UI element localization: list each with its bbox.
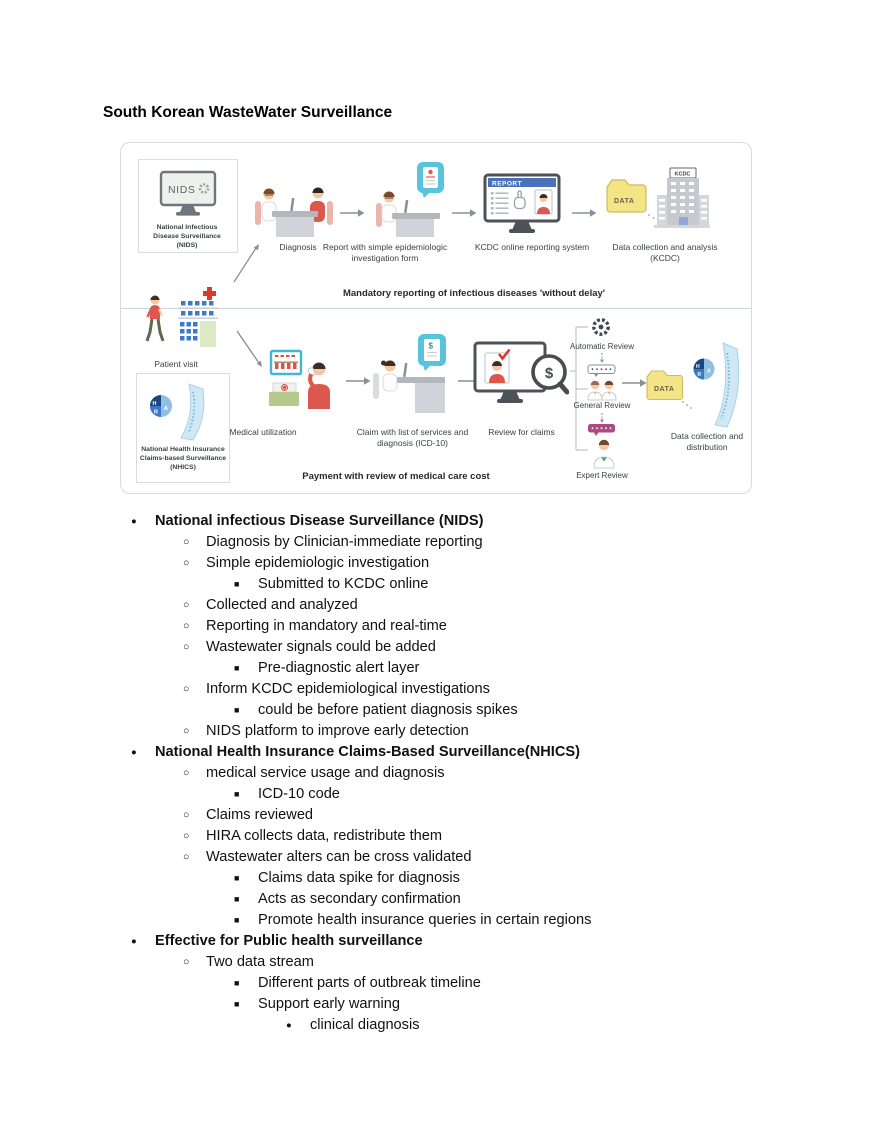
hira-building-icon: H R A (693, 342, 740, 428)
review-claims-icon: $ (473, 341, 569, 403)
magnifier-dollar-text: $ (545, 365, 554, 382)
hira-letter-a: A (164, 406, 168, 412)
list-item: National Health Insurance Claims-Based S… (131, 742, 591, 763)
list-item: Pre-diagnostic alert layer (131, 658, 591, 679)
list-item: Wastewater alters can be cross validated (131, 847, 591, 868)
list-item: NIDS platform to improve early detection (131, 721, 591, 742)
list-item: ICD-10 code (131, 784, 591, 805)
medical-utilization-label: Medical utilization (229, 427, 297, 437)
hospital-icon (178, 287, 218, 347)
comment-bubble-icon (587, 364, 616, 377)
list-item: Diagnosis by Clinician-immediate reporti… (131, 532, 591, 553)
list-item: Two data stream (131, 952, 591, 973)
expert-doctor-icon (593, 439, 615, 469)
hira-letter-h: H (153, 401, 157, 407)
nids-monitor-icon: NIDS (159, 170, 217, 216)
report-label: Report with simple epidemiologic investi… (322, 242, 448, 264)
list-item: Claims data spike for diagnosis (131, 868, 591, 889)
nhics-box-label: National Health Insurance Claims-based S… (139, 446, 227, 471)
data-folder-icon (606, 179, 647, 213)
comment-bubble-pink-icon (588, 424, 615, 436)
expert-review-label: Expert Review (576, 471, 628, 480)
patient-visit-label: Patient visit (154, 359, 198, 369)
kcdc-reporting-monitor-icon: REPORT (483, 173, 561, 233)
arrow-icon (622, 379, 647, 387)
automatic-review-label: Automatic Review (569, 342, 635, 351)
list-item: Submitted to KCDC online (131, 574, 591, 595)
claim-dollar-text: $ (429, 342, 434, 351)
list-item: Reporting in mandatory and real-time (131, 616, 591, 637)
list-item: Acts as secondary confirmation (131, 889, 591, 910)
arrow-down-icon (236, 330, 262, 367)
gear-icon (198, 183, 210, 194)
medical-utilization-icon (269, 349, 330, 409)
list-item: clinical diagnosis (131, 1015, 591, 1036)
data-collection-analysis-label: Data collection and analysis (KCDC) (612, 242, 718, 264)
list-item: HIRA collects data, redistribute them (131, 826, 591, 847)
magnifier-icon: $ (531, 354, 569, 395)
kcdc-monitor-label: KCDC online reporting system (474, 242, 590, 252)
arrow-down-small-icon (600, 353, 604, 363)
nids-box-label: National Infectious Disease Surveillance… (153, 224, 221, 249)
list-item: Claims reviewed (131, 805, 591, 826)
report-header-text: REPORT (492, 180, 522, 187)
arrow-icon (340, 209, 365, 217)
claim-form-icon: $ (373, 334, 446, 413)
data-folder-text: DATA (654, 386, 674, 393)
claim-label: Claim with list of services and diagnosi… (356, 427, 469, 449)
arrow-icon (346, 377, 371, 385)
gear-icon (592, 318, 610, 336)
report-form-icon (376, 162, 444, 237)
check-icon (497, 348, 511, 361)
diagnosis-label: Diagnosis (279, 242, 317, 252)
list-item: could be before patient diagnosis spikes (131, 700, 591, 721)
hira-letter-r: R (698, 372, 702, 378)
page-title: South Korean WasteWater Surveillance (103, 104, 393, 121)
kcdc-sign-text: KCDC (675, 172, 691, 178)
list-item: Promote health insurance queries in cert… (131, 910, 591, 931)
list-item: Inform KCDC epidemiological investigatio… (131, 679, 591, 700)
list-item: medical service usage and diagnosis (131, 763, 591, 784)
data-folder-text: DATA (614, 198, 634, 205)
notes-outline: National infectious Disease Surveillance… (131, 511, 591, 1036)
data-folder-icon: DATA (646, 370, 692, 409)
diagnosis-icon (255, 187, 333, 237)
list-item: National infectious Disease Surveillance… (131, 511, 591, 532)
arrow-icon (452, 209, 477, 217)
arrow-up-icon (233, 244, 259, 283)
hira-letter-r: R (154, 410, 158, 416)
review-claims-label: Review for claims (488, 427, 555, 437)
surveillance-diagram[interactable]: NIDS National Infectious Disease Surveil… (120, 142, 752, 494)
hira-letter-a: A (707, 369, 711, 375)
list-item: Support early warning (131, 994, 591, 1015)
list-item: Different parts of outbreak timeline (131, 973, 591, 994)
nhics-box: H R A National Health Insurance Claims-b… (136, 373, 230, 483)
reviewers-people-icon (587, 380, 617, 401)
mandatory-reporting-caption: Mandatory reporting of infectious diseas… (342, 288, 606, 299)
lane-divider (121, 308, 751, 309)
data-folder-kcdc-building-icon: DATA KCDC (606, 167, 710, 228)
arrow-icon (572, 209, 597, 217)
general-review-label: General Review (573, 401, 631, 410)
hira-letter-h: H (696, 364, 700, 370)
arrow-down-small-icon (600, 413, 604, 423)
hira-building-icon: H R A (150, 383, 205, 441)
list-item: Collected and analyzed (131, 595, 591, 616)
nids-box: NIDS National Infectious Disease Surveil… (138, 159, 238, 253)
list-item: Simple epidemiologic investigation (131, 553, 591, 574)
payment-review-caption: Payment with review of medical care cost (302, 471, 490, 482)
kcdc-building-icon: KCDC (654, 167, 710, 228)
data-distribution-label: Data collection and distribution (670, 431, 744, 453)
list-item: Wastewater signals could be added (131, 637, 591, 658)
list-item: Effective for Public health surveillance (131, 931, 591, 952)
hand-cursor-icon (513, 190, 526, 210)
review-bracket-lines (570, 326, 588, 451)
patient-visit-icon (145, 287, 218, 347)
nids-screen-text: NIDS (168, 184, 196, 196)
